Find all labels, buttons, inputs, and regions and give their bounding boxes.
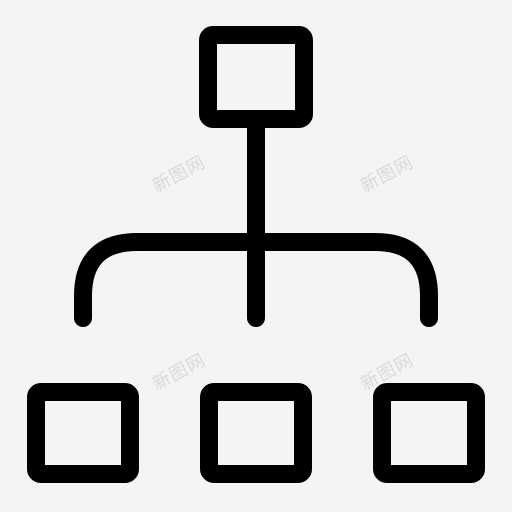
bottom-node-box-right xyxy=(373,383,485,483)
bottom-node-box-center xyxy=(200,383,312,483)
branch-connector xyxy=(74,233,438,327)
top-node-box xyxy=(199,26,313,128)
bottom-node-box-left xyxy=(27,383,139,483)
